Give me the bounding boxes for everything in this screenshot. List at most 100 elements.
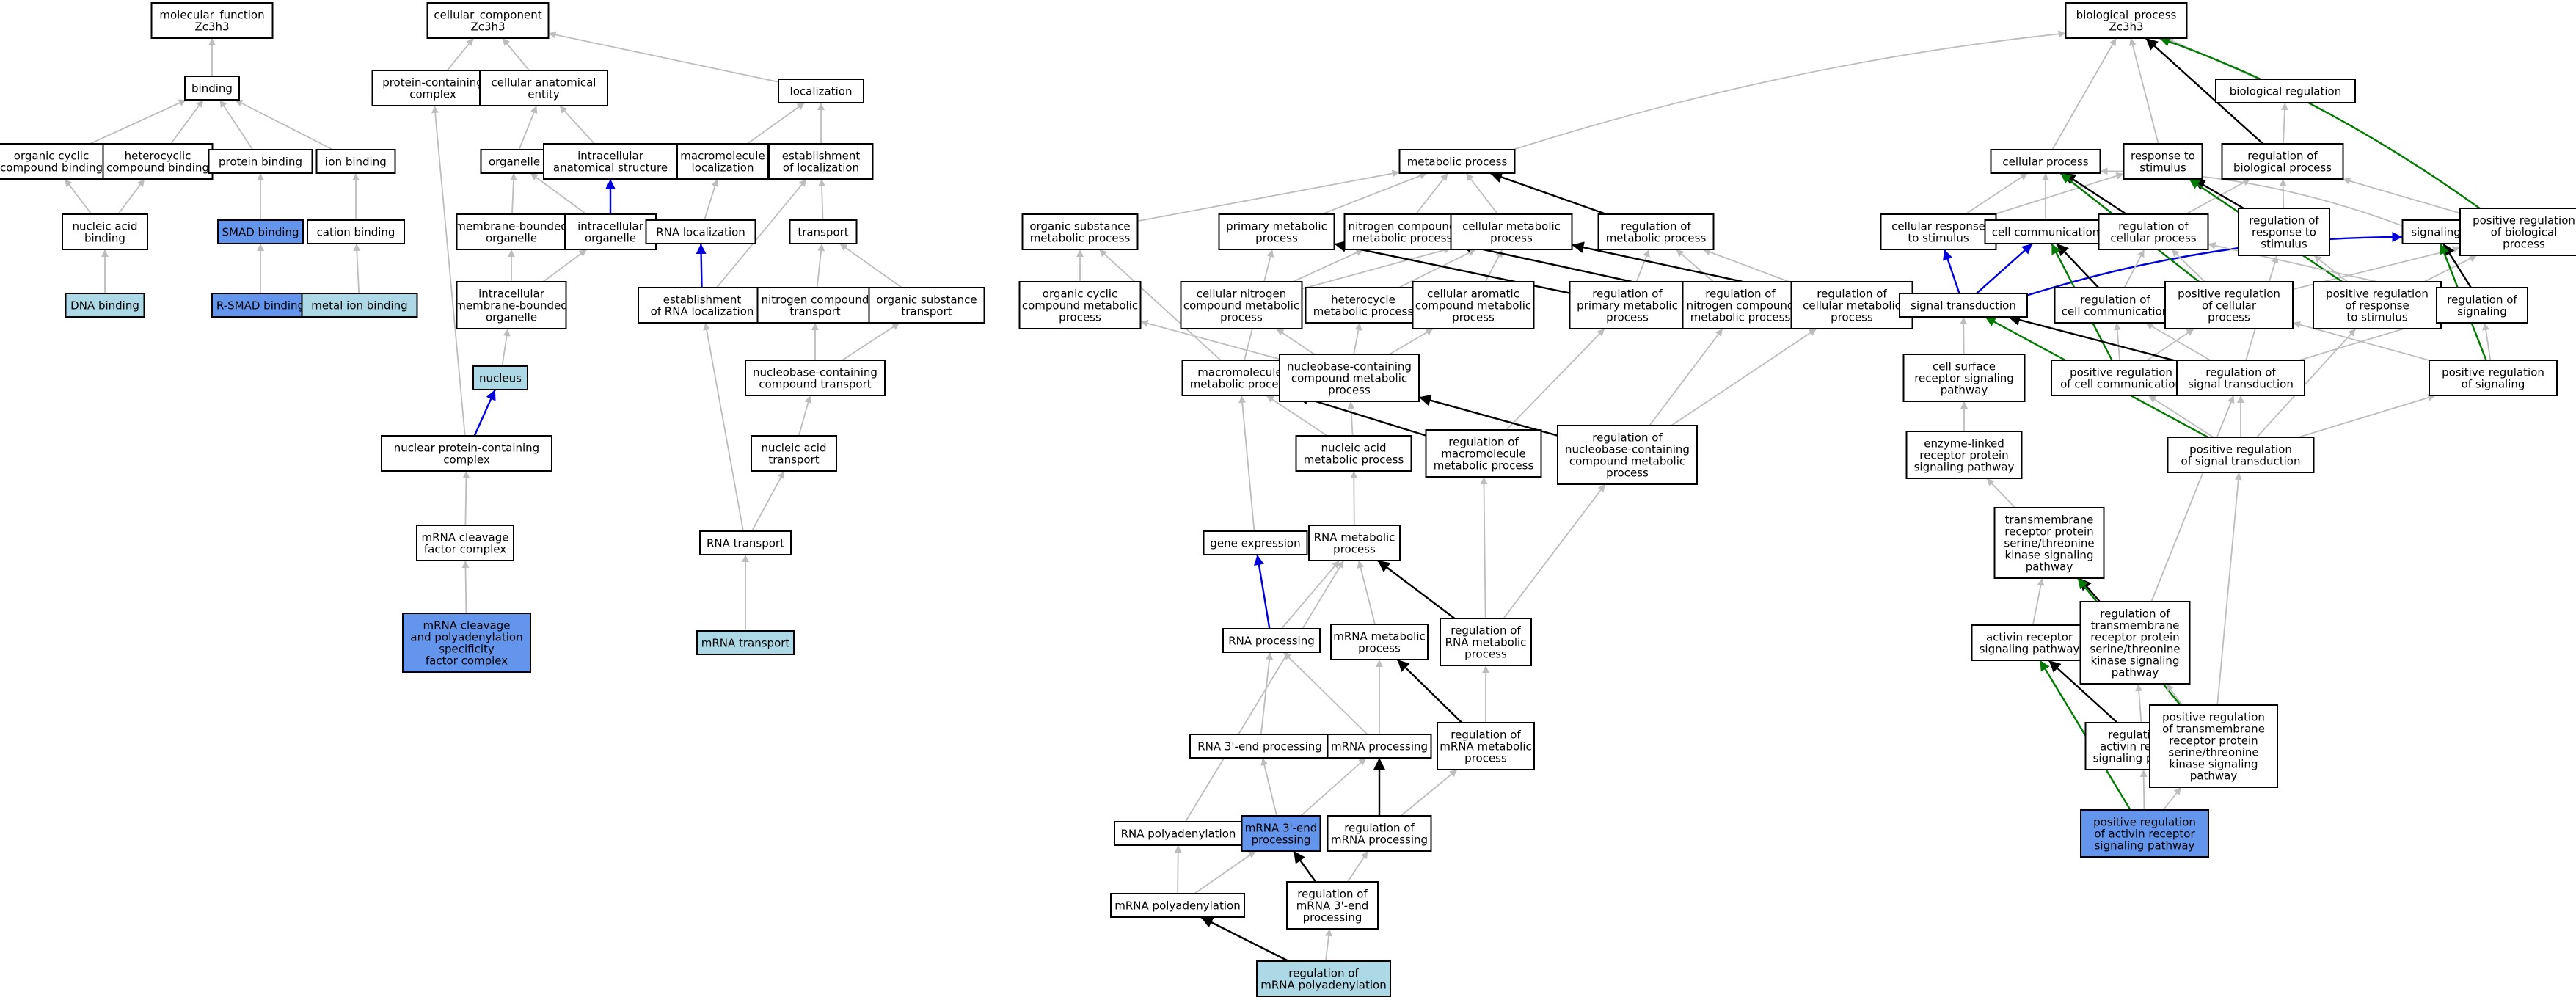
go-term-node-loc[interactable]: localization	[778, 79, 864, 103]
go-term-node-organelle[interactable]: organelle	[480, 149, 549, 174]
node-label: organic cyclic	[14, 150, 89, 163]
go-term-node-rnap[interactable]: RNA processing	[1222, 628, 1321, 653]
go-term-node-ge[interactable]: gene expression	[1203, 530, 1308, 555]
go-term-node-mrnap[interactable]: mRNA processing	[1327, 734, 1432, 759]
edge-arsp-to-tmrp	[2032, 577, 2045, 626]
go-term-node-smad[interactable]: SMAD binding	[217, 219, 304, 244]
go-term-node-cc2[interactable]: cell communication	[1984, 219, 2107, 244]
go-term-node-rna3[interactable]: RNA 3'-end processing	[1189, 734, 1330, 759]
go-term-node-rnapoly[interactable]: RNA polyadenylation	[1114, 821, 1243, 846]
go-term-node-rsmad[interactable]: R-SMAD binding	[211, 293, 310, 318]
go-term-node-transport[interactable]: transport	[789, 219, 858, 244]
node-label: transmembrane	[2091, 619, 2180, 632]
go-term-node-nucleus[interactable]: nucleus	[472, 365, 528, 390]
node-label: cell communication	[2062, 305, 2170, 318]
go-term-node-mrnapoly[interactable]: mRNA polyadenylation	[1110, 893, 1245, 918]
node-box	[1971, 624, 2088, 661]
go-term-node-dna[interactable]: DNA binding	[65, 293, 145, 318]
go-term-node-mp[interactable]: metabolic process	[1398, 149, 1516, 174]
go-term-node-bioreg[interactable]: biological regulation	[2215, 79, 2356, 103]
go-term-node-binding[interactable]: binding	[184, 76, 240, 101]
go-term-node-rnaloc[interactable]: RNA localization	[645, 219, 756, 244]
go-term-node-cp[interactable]: cellular process	[1990, 149, 2101, 174]
go-term-node-ion_bind[interactable]: ion binding	[315, 149, 396, 174]
go-term-node-mrnat[interactable]: mRNA transport	[696, 630, 795, 655]
go-term-node-rnbcmp[interactable]: regulation ofnucleobase-containingcompou…	[1557, 425, 1698, 485]
go-term-node-prot_bind[interactable]: protein binding	[208, 149, 313, 174]
go-term-node-cation[interactable]: cation binding	[307, 219, 405, 244]
go-term-node-signaling[interactable]: signaling	[2401, 219, 2470, 244]
go-term-node-metal[interactable]: metal ion binding	[301, 293, 418, 318]
go-term-node-rnat[interactable]: RNA transport	[699, 530, 792, 555]
go-term-node-st[interactable]: signal transduction	[1899, 293, 2028, 318]
